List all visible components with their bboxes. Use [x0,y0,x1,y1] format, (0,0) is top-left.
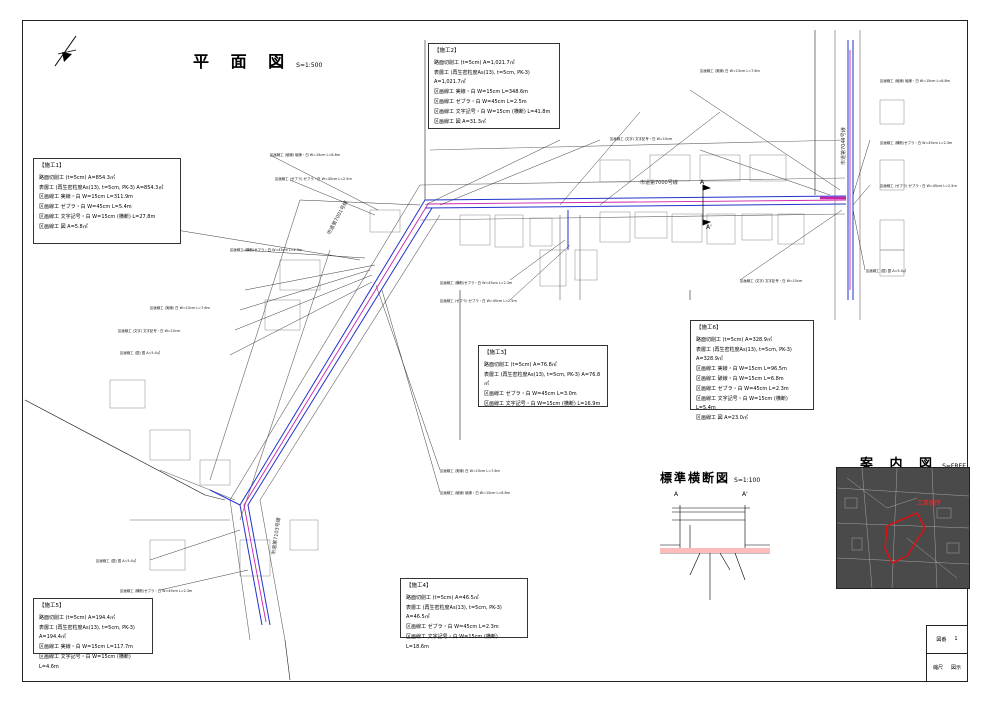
note-w1-line: 区画線工 図 A=5.8㎡ [39,223,88,230]
road-label-lower: 市道第7103号線 [270,517,282,555]
plan-title-text: 平 面 図 [193,52,293,71]
note-w6-line: 区画線工 ゼブラ・白 W=45cm L=2.3m [696,385,789,392]
construction-limit-lines [209,40,854,626]
note-box-w6: 【施工6】 路面切削工 (t=5cm) A=328.9㎡ 表層工 (再生密粒度A… [690,320,814,421]
note-box-w2: 【施工2】 路面切削工 (t=5cm) A=1,021.7㎡ 表層工 (再生密粒… [428,43,560,129]
section-marker-a: A [674,491,679,498]
note-w6-line: 区画線工 実線・白 W=15cm L=96.5m [696,366,787,373]
note-w4-header: 【施工4】 [406,583,432,589]
section-marks [702,184,712,226]
section-scale: S=1:100 [734,477,761,484]
title-block-row2: 縮尺 図示 [927,654,967,682]
note-w6-header: 【施工6】 [696,325,722,331]
leader-label: 区画線工 (横断)ゼブラ・白 W=45cm L=2.3m [880,141,953,145]
title-block-row2-value: 図示 [951,664,962,671]
note-w5-line: 路面切削工 (t=5cm) A=194.4㎡ [39,614,115,621]
plan-section-marker-a: A [700,179,705,186]
note-w2-line: 区画線工 図 A=31.3㎡ [434,118,486,125]
guide-site-label: 工事箇所 [917,500,942,507]
drawing-sheet-border [22,20,968,682]
road-label-ew: 市道第7000号線 [640,180,678,186]
note-w2-line: 路面切削工 (t=5cm) A=1,021.7㎡ [434,59,515,66]
note-w6-line: 路面切削工 (t=5cm) A=328.9㎡ [696,336,772,343]
title-block-row1-label: 図番 [936,636,947,643]
note-w1-line: 表層工 (再生密粒度As(13), t=5cm, PK-3) A=854.3㎡ [39,184,164,191]
title-block-row2-label: 縮尺 [932,664,943,671]
note-w3-line: 区画線工 ゼブラ・白 W=45cm L=3.0m [484,391,577,398]
note-w3-line: 路面切削工 (t=5cm) A=76.8㎡ [484,361,557,368]
note-w1-line: 路面切削工 (t=5cm) A=854.3㎡ [39,174,115,181]
note-w5-line: 区画線工 実線・白 W=15cm L=117.7m [39,644,134,651]
section-title-text: 標準横断図 [660,471,731,485]
note-w5-header: 【施工5】 [39,603,65,609]
leader-label: 区画線工 (文字) 文字記号・白 W=15cm [118,329,181,333]
section-marker-a2: A' [742,491,748,498]
leader-label: 区画線工 (図) 図 A=5.4㎡ [866,269,907,273]
note-w1-line: 区画線工 文字記号・白 W=15cm (横断) L=27.8m [39,213,156,220]
note-w1-header: 【施工1】 [39,163,65,169]
note-box-w1: 【施工1】 路面切削工 (t=5cm) A=854.3㎡ 表層工 (再生密粒度A… [33,158,181,244]
guide-map: 工事箇所 [836,467,970,589]
note-w6-line: 区画線工 文字記号・白 W=15cm (横断) L=5.4m [696,395,788,412]
note-w1-line: 区画線工 ゼブラ・白 W=45cm L=5.4m [39,204,132,211]
leader-label: 区画線工 (横断)ゼブラ・白 W=45cm L=2.3m [230,248,303,252]
note-w6-line: 区画線工 図 A=23.0㎡ [696,415,748,422]
note-w2-line: 区画線工 文字記号・白 W=15cm (横断) L=41.8m [434,108,551,115]
note-w4-line: 区画線工 文字記号・白 W=15cm (横断) L=18.6m [406,633,498,650]
leader-label: 区画線工 (文字) 文字記号・白 W=15cm [610,137,673,141]
note-w5-line: 表層工 (再生密粒度As(13), t=5cm, PK-3) A=194.4㎡ [39,624,135,641]
note-frames [24,30,816,681]
section-pavement [660,548,770,553]
note-w4-line: 表層工 (再生密粒度As(13), t=5cm, PK-3) A=46.5㎡ [406,604,502,621]
title-block-row1: 図番 1 [927,626,967,654]
note-box-w3: 【施工3】 路面切削工 (t=5cm) A=76.8㎡ 表層工 (再生密粒度As… [478,345,608,407]
plan-scale: S=1:500 [296,62,323,69]
note-box-w5: 【施工5】 路面切削工 (t=5cm) A=194.4㎡ 表層工 (再生密粒度A… [33,598,153,670]
note-w6-line: 区画線工 破線・白 W=15cm L=6.8m [696,375,784,382]
leader-label: 区画線工 (破線) 破線・白 W=15cm L=6.8m [440,491,510,495]
note-w2-line: 区画線工 実線・白 W=15cm L=348.6m [434,89,529,96]
north-arrow-icon [54,35,77,67]
note-w1-line: 区画線工 実線・白 W=15cm L=311.9m [39,194,134,201]
note-w3-header: 【施工3】 [484,350,510,356]
leader-label: 区画線工 (実線) 白 W=15cm L=7.6m [150,306,210,310]
leader-label: 区画線工 (破線) 破線・白 W=15cm L=6.8m [880,79,950,83]
note-w5-line: 区画線工 文字記号・白 W=15cm (横断) L=4.6m [39,653,131,670]
pavement-marking-lines [243,50,851,623]
note-w2-header: 【施工2】 [434,48,460,54]
note-w4-line: 路面切削工 (t=5cm) A=46.5㎡ [406,594,479,601]
title-block: 図番 1 縮尺 図示 [926,625,968,682]
leader-label: 区画線工 (ゼブラ) ゼブラ・白 W=45cm L=2.5m [275,177,352,181]
leader-label: 区画線工 (ゼブラ) ゼブラ・白 W=45cm L=2.5m [880,184,957,188]
note-w3-line: 区画線工 文字記号・白 W=15cm (横断) L=16.9m [484,400,601,407]
note-w2-line: 表層工 (再生密粒度As(13), t=5cm, PK-3) A=1,021.7… [434,69,530,86]
note-w3-line: 表層工 (再生密粒度As(13), t=5cm, PK-3) A=76.8㎡ [484,371,601,388]
leader-label: 区画線工 (図) 図 A=5.4㎡ [120,351,161,355]
leader-label: 区画線工 (実線) 白 W=15cm L=7.6m [700,69,760,73]
guide-map-drawing [837,468,969,588]
leader-label: 区画線工 (横断)ゼブラ・白 W=45cm L=2.3m [120,589,193,593]
leader-label: 区画線工 (実線) 白 W=15cm L=7.6m [440,469,500,473]
title-block-row1-value: 1 [954,636,958,643]
plan-section-marker-a2: A' [706,224,712,231]
road-label-ns: 市道第7044号線 [840,127,847,165]
note-w6-line: 表層工 (再生密粒度As(13), t=5cm, PK-3) A=328.9㎡ [696,346,792,363]
leader-label: 区画線工 (文字) 文字記号・白 W=15cm [740,279,803,283]
leader-label: 区画線工 (図) 図 A=5.4㎡ [96,559,137,563]
guide-scale: S=FREE [942,463,966,470]
road-label-diag: 市道第7001号線 [326,199,350,236]
leader-label: 区画線工 (横断)ゼブラ・白 W=45cm L=2.3m [440,281,513,285]
note-w2-line: 区画線工 ゼブラ・白 W=45cm L=2.5m [434,98,527,105]
note-box-w4: 【施工4】 路面切削工 (t=5cm) A=46.5㎡ 表層工 (再生密粒度As… [400,578,528,650]
note-w4-line: 区画線工 ゼブラ・白 W=45cm L=2.3m [406,624,499,631]
leader-label: 区画線工 (破線) 破線・白 W=15cm L=6.8m [270,153,340,157]
leader-label: 区画線工 (ゼブラ) ゼブラ・白 W=45cm L=2.5m [440,299,517,303]
building-outlines [109,99,905,577]
